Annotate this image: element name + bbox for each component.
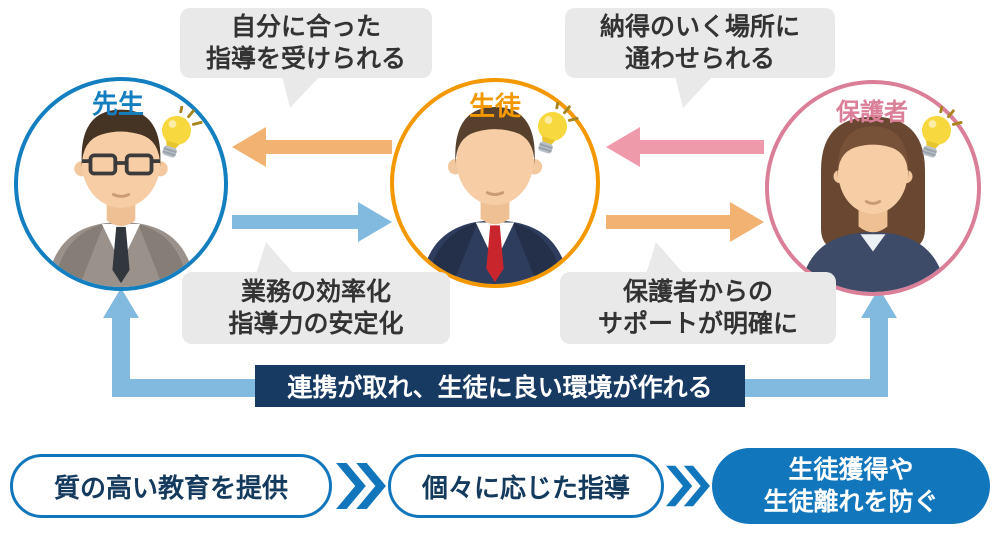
speech-bubble-bottom-right: 保護者からの サポートが明確に (560, 242, 836, 344)
bubble-line: 業務の効率化 (240, 276, 391, 306)
arrow-guardian-to-student (606, 127, 764, 167)
lightbulb-icon (161, 106, 203, 158)
bubble-tail (646, 242, 684, 274)
guardian-label: 保護者 (836, 98, 908, 126)
bubble-line: 自分に合った (230, 11, 381, 41)
guardian-avatar (765, 80, 981, 296)
flow-step-label: 生徒獲得や (788, 454, 914, 484)
flow-chevron-icon (666, 465, 710, 507)
arrow-student-to-guardian (606, 202, 764, 242)
speech-bubble-top-left: 自分に合った 指導を受けられる (180, 8, 432, 108)
bubble-tail (282, 76, 320, 108)
bubble-line: 指導力の安定化 (228, 309, 404, 338)
flow-step-quality-education: 質の高い教育を提供 (10, 454, 332, 518)
flow-step-retain-students: 生徒獲得や 生徒離れを防ぐ (712, 448, 990, 524)
teacher-label: 先生 (92, 90, 145, 120)
bubble-tail (675, 76, 713, 108)
bubble-line: 通わせられる (624, 44, 775, 73)
arrow-student-to-teacher (232, 127, 392, 167)
student-label: 生徒 (469, 92, 522, 122)
bubble-line: 指導を受けられる (205, 44, 406, 73)
bubble-tail (256, 242, 294, 274)
flow-step-individual-instruction: 個々に応じた指導 (388, 454, 664, 518)
lightbulb-icon (537, 102, 579, 154)
bubble-line: 納得のいく場所に (599, 11, 800, 41)
lightbulb-icon (921, 106, 963, 158)
guardian-avatar-illustration (799, 116, 947, 292)
bubble-line: サポートが明確に (597, 309, 798, 338)
speech-bubble-bottom-left: 業務の効率化 指導力の安定化 (182, 242, 450, 344)
student-avatar-illustration (420, 107, 570, 284)
flow-step-label: 生徒離れを防ぐ (763, 487, 939, 516)
speech-bubble-top-right: 納得のいく場所に 通わせられる (565, 8, 835, 108)
bubble-line: 保護者からの (622, 276, 773, 306)
flow-step-label: 質の高い教育を提供 (53, 473, 288, 504)
flow-step-label: 個々に応じた指導 (421, 473, 630, 504)
arrow-teacher-to-student (232, 202, 392, 242)
teacher-avatar-illustration (46, 109, 196, 287)
cooperation-banner: 連携が取れ、生徒に良い環境が作れる (255, 365, 745, 407)
flow-chevron-icon (336, 463, 386, 509)
